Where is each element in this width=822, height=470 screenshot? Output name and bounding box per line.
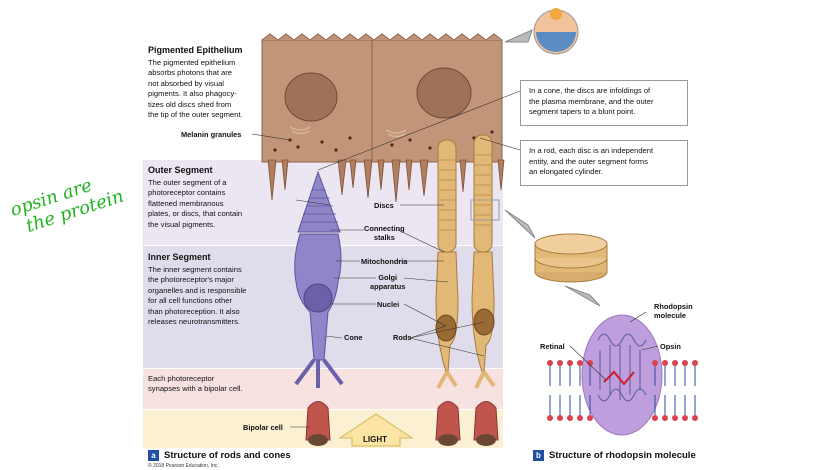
retinal-label: Retinal (540, 342, 565, 351)
inner-segment-title: Inner Segment (148, 252, 211, 262)
epithelium-cells (261, 33, 505, 203)
discs-label: Discs (374, 201, 394, 210)
figure-b-caption: b Structure of rhodopsin molecule (533, 450, 696, 461)
light-arrow (338, 413, 414, 447)
cone-label: Cone (344, 333, 363, 342)
light-label: LIGHT (363, 435, 387, 444)
nuclei-label: Nuclei (377, 300, 400, 309)
cone-cell (294, 170, 344, 388)
copyright: © 2018 Pearson Education, Inc. (148, 463, 219, 469)
opsin-label: Opsin (660, 342, 681, 351)
outer-segment-title: Outer Segment (148, 165, 213, 175)
bipolar-cells (305, 401, 499, 441)
disc-stack (504, 209, 608, 307)
figure-b-title: Structure of rhodopsin molecule (549, 450, 696, 461)
eye-icon (504, 8, 579, 55)
rhodopsin-molecule (547, 311, 698, 436)
pigmented-title: Pigmented Epithelium (148, 45, 243, 55)
bipolar-label: Bipolar cell (243, 423, 283, 432)
figure-a-tag: a (148, 450, 159, 461)
figure-a-caption: a Structure of rods and cones (148, 450, 291, 461)
rod-cells (435, 134, 496, 389)
figure-a-title: Structure of rods and cones (164, 450, 291, 461)
figure-b-tag: b (533, 450, 544, 461)
melanin-label: Melanin granules (181, 130, 242, 139)
mitochondria-label: Mitochondria (361, 257, 408, 266)
connector-arrow (470, 199, 500, 221)
rods-label: Rods (393, 333, 412, 342)
